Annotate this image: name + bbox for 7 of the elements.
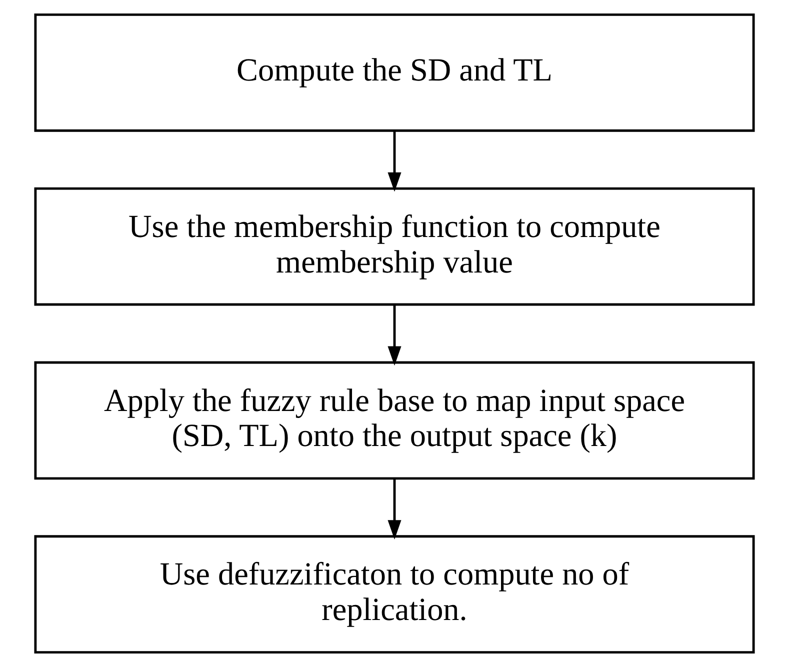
node-box: Use defuzzificaton to compute no of replication. [34,535,755,654]
arrow [388,304,402,366]
node-box: Compute the SD and TL [34,13,755,132]
arrow [388,130,402,192]
node-box: Use the membership function to compute membership value [34,187,755,306]
arrow [388,478,402,540]
node-box: Apply the fuzzy rule base to map input space (SD, TL) onto the output space (k) [34,361,755,480]
